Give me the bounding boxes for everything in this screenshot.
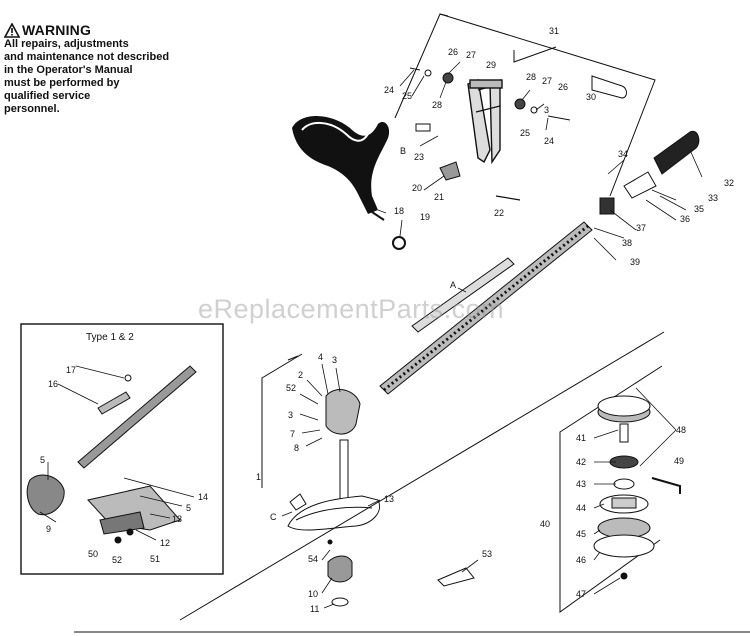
callout-29: 29 — [486, 60, 496, 70]
callout-23: 23 — [414, 152, 424, 162]
callout-12: 12 — [160, 538, 170, 548]
callout-A: A — [450, 280, 456, 290]
callout-21: 21 — [434, 192, 444, 202]
callout-19: 19 — [420, 212, 430, 222]
callout-1: 1 — [256, 472, 261, 482]
callout-3: 3 — [288, 410, 293, 420]
callout-39: 39 — [630, 257, 640, 267]
callout-8: 8 — [294, 443, 299, 453]
inset-parts — [26, 365, 197, 544]
callout-49: 49 — [674, 456, 684, 466]
drive-shaft-tube — [379, 221, 593, 395]
callout-31: 31 — [549, 26, 559, 36]
warning-notice: WARNING All repairs, adjustments and mai… — [4, 22, 214, 116]
type-inset-box — [20, 323, 224, 575]
callout-51: 51 — [150, 554, 160, 564]
callout-26: 26 — [448, 47, 458, 57]
callout-10: 10 — [308, 589, 318, 599]
warning-line: in the Operator's Manual — [4, 64, 133, 76]
callout-24: 24 — [544, 136, 554, 146]
callout-11: 11 — [310, 604, 319, 614]
callout-36: 36 — [680, 214, 690, 224]
callout-3: 3 — [544, 105, 549, 115]
callout-labels: 31 24 25 26 27 28 29 28 27 26 3 25 24 30… — [40, 26, 734, 614]
callout-40: 40 — [540, 519, 550, 529]
callout-5: 5 — [186, 503, 191, 513]
watermark: eReplacementParts.com — [198, 294, 505, 324]
callout-B: B — [400, 146, 406, 156]
callout-41: 41 — [576, 433, 586, 443]
throttle-handle — [599, 130, 700, 215]
rear-grip — [591, 75, 627, 99]
callout-28: 28 — [432, 100, 442, 110]
handle-hardware — [409, 67, 571, 201]
callout-32: 32 — [724, 178, 734, 188]
callout-16: 16 — [48, 379, 58, 389]
callout-25: 25 — [520, 128, 530, 138]
callout-44: 44 — [576, 503, 586, 513]
callout-28: 28 — [526, 72, 536, 82]
warning-title: WARNING — [22, 22, 92, 38]
warning-line: must be performed by — [4, 77, 120, 89]
warning-line: personnel. — [4, 103, 60, 115]
callout-37: 37 — [636, 223, 646, 233]
leader-lines — [39, 61, 703, 609]
callout-47: 47 — [576, 589, 586, 599]
callout-38: 38 — [622, 238, 632, 248]
callout-27: 27 — [542, 76, 552, 86]
callout-2: 2 — [298, 370, 303, 380]
callout-33: 33 — [708, 193, 718, 203]
callout-43: 43 — [576, 479, 586, 489]
callout-46: 46 — [576, 555, 586, 565]
callout-7: 7 — [290, 429, 295, 439]
warning-heading: WARNING — [4, 22, 214, 38]
callout-5: 5 — [40, 455, 45, 465]
callout-53: 53 — [482, 549, 492, 559]
gearbox-frame — [261, 353, 303, 488]
callout-30: 30 — [586, 92, 596, 102]
callout-4: 4 — [318, 352, 323, 362]
inset-title: Type 1 & 2 — [86, 332, 134, 343]
flex-shaft — [411, 257, 515, 333]
callout-13: 13 — [172, 514, 182, 524]
callout-20: 20 — [412, 183, 422, 193]
callout-26: 26 — [558, 82, 568, 92]
callout-34: 34 — [618, 149, 628, 159]
callout-42: 42 — [576, 457, 586, 467]
spool-parts — [593, 395, 681, 580]
callout-35: 35 — [694, 204, 704, 214]
callout-18: 18 — [394, 206, 404, 216]
warning-line: and maintenance not described — [4, 51, 170, 63]
callout-3: 3 — [332, 355, 337, 365]
handle-assembly-frame — [394, 13, 656, 197]
callout-50: 50 — [88, 549, 98, 559]
callout-C: C — [270, 512, 277, 522]
spool-frame — [74, 331, 750, 633]
warning-line: qualified service — [4, 90, 91, 102]
warning-line: All repairs, adjustments — [4, 38, 129, 50]
callout-14: 14 — [198, 492, 208, 502]
handle-bracket — [467, 78, 503, 165]
callout-27: 27 — [466, 50, 476, 60]
callout-9: 9 — [46, 524, 51, 534]
callout-45: 45 — [576, 529, 586, 539]
callout-52: 52 — [286, 383, 296, 393]
callout-25: 25 — [402, 91, 412, 101]
callout-24: 24 — [384, 85, 394, 95]
warning-triangle-icon — [4, 22, 20, 38]
gearbox-and-guard — [287, 389, 475, 607]
callout-54: 54 — [308, 554, 318, 564]
callout-48: 48 — [676, 425, 686, 435]
callout-52: 52 — [112, 555, 122, 565]
shoulder-strap — [292, 116, 390, 221]
callout-22: 22 — [494, 208, 504, 218]
callout-17: 17 — [66, 365, 76, 375]
strap-ring — [392, 236, 406, 250]
callout-13: 13 — [384, 494, 394, 504]
